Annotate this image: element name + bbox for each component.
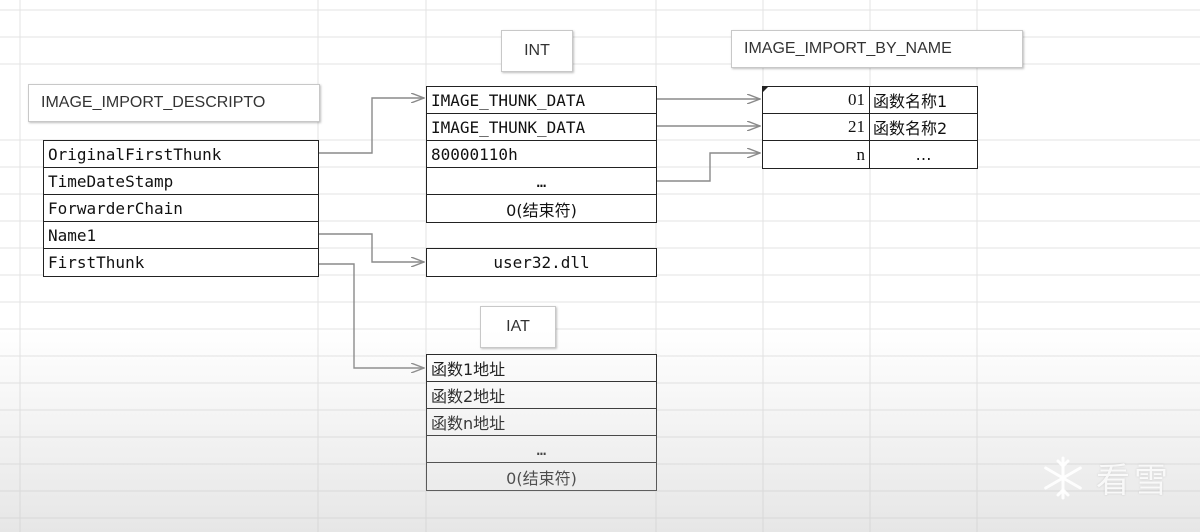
descriptor-field: Name1 [44, 222, 318, 249]
descriptor-label-text: IMAGE_IMPORT_DESCRIPTO [41, 94, 266, 111]
iat-label: IAT [480, 306, 556, 348]
iat-row: 函数n地址 [427, 409, 656, 436]
import-by-name-label-text: IMAGE_IMPORT_BY_NAME [744, 40, 952, 57]
int-row-terminator: 0(结束符) [506, 200, 577, 220]
iat-table: 函数1地址 函数2地址 函数n地址 … 0(结束符) [426, 354, 657, 491]
int-label-text: INT [524, 42, 550, 59]
int-table: IMAGE_THUNK_DATA IMAGE_THUNK_DATA 800001… [426, 86, 657, 223]
function-name: 函数名称2 [873, 119, 948, 138]
hint-value: 21 [763, 114, 870, 140]
iat-label-text: IAT [506, 318, 530, 335]
function-name: … [915, 145, 932, 164]
int-row: IMAGE_THUNK_DATA [427, 114, 656, 141]
iat-row: 函数1地址 [427, 355, 656, 382]
int-row: 80000110h [427, 141, 656, 168]
hint-value: 01 [763, 87, 870, 113]
int-row: IMAGE_THUNK_DATA [427, 87, 656, 114]
import-by-name-row: n … [763, 141, 977, 168]
dll-name-box: user32.dll [426, 248, 657, 277]
import-by-name-row: 21 函数名称2 [763, 114, 977, 141]
hint-value: n [763, 141, 870, 168]
descriptor-label: IMAGE_IMPORT_DESCRIPTO [28, 84, 320, 122]
int-label: INT [501, 30, 573, 72]
descriptor-field: ForwarderChain [44, 195, 318, 222]
descriptor-field: FirstThunk [48, 253, 145, 272]
descriptor-table: OriginalFirstThunk TimeDateStamp Forward… [43, 140, 319, 277]
iat-row-terminator: 0(结束符) [506, 468, 577, 488]
descriptor-field: OriginalFirstThunk [44, 141, 318, 168]
cell-corner-marker [762, 86, 769, 93]
dll-name: user32.dll [493, 253, 590, 272]
import-by-name-row: 01 函数名称1 [763, 87, 977, 114]
function-name: 函数名称1 [873, 92, 948, 111]
iat-row: 函数2地址 [427, 382, 656, 409]
int-row-ellipsis: … [427, 168, 656, 195]
import-by-name-label: IMAGE_IMPORT_BY_NAME [731, 30, 1023, 68]
iat-row-ellipsis: … [427, 436, 656, 463]
descriptor-field: TimeDateStamp [44, 168, 318, 195]
import-by-name-table: 01 函数名称1 21 函数名称2 n … [762, 86, 978, 169]
